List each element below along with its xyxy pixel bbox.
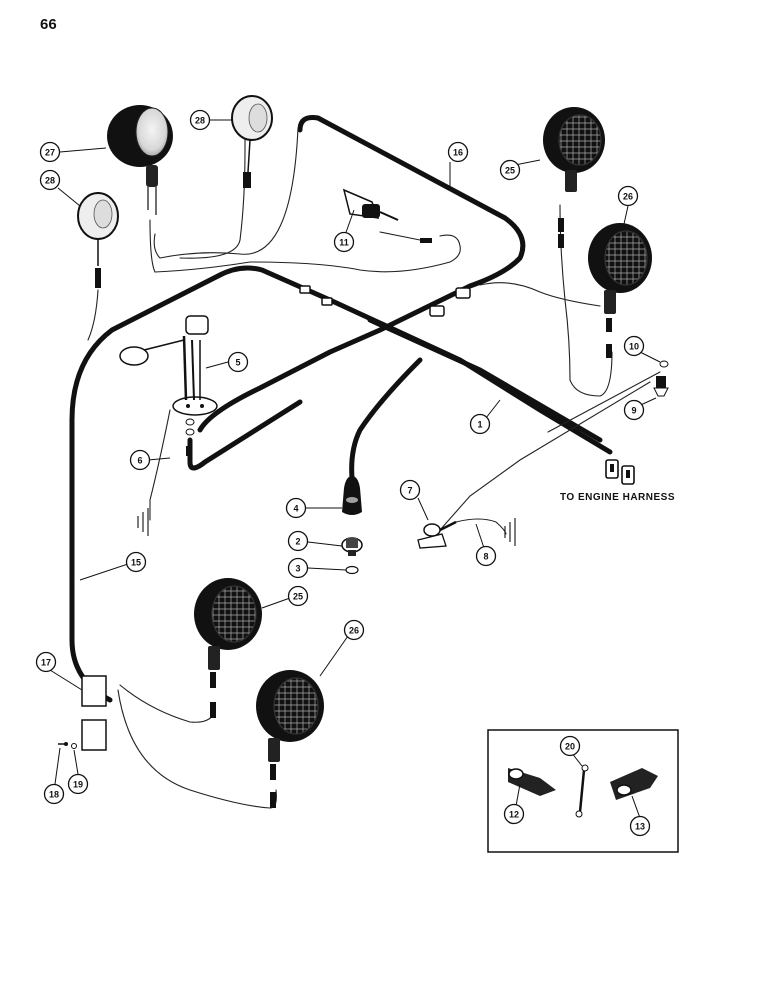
nut-19 bbox=[71, 743, 77, 749]
callout-28b-number: 28 bbox=[45, 176, 55, 186]
callout-12: 12 bbox=[503, 803, 525, 825]
callout-25-lower: 25 bbox=[287, 585, 309, 607]
leader-lines bbox=[49, 119, 661, 819]
fuel-sender-5 bbox=[119, 315, 218, 456]
callout-6: 6 bbox=[129, 449, 151, 471]
callout-17-number: 17 bbox=[41, 658, 51, 668]
page-number: 66 bbox=[40, 16, 57, 33]
callout-9-number: 9 bbox=[631, 406, 636, 416]
callout-26a-number: 26 bbox=[623, 192, 633, 202]
harness-16 bbox=[197, 115, 526, 433]
clamp-17-lower bbox=[81, 719, 107, 751]
light-25-lower bbox=[194, 578, 262, 718]
boot-4 bbox=[342, 476, 362, 515]
callout-7: 7 bbox=[399, 479, 421, 501]
callout-28-upper: 28 bbox=[189, 109, 211, 131]
callout-25a-number: 25 bbox=[505, 166, 515, 176]
callout-6-number: 6 bbox=[137, 456, 142, 466]
terminal-12 bbox=[508, 768, 556, 796]
light-26-upper bbox=[588, 223, 652, 358]
callout-11-number: 11 bbox=[339, 238, 349, 248]
switch-7 bbox=[417, 520, 457, 549]
callout-20-number: 20 bbox=[565, 742, 575, 752]
callout-26b-number: 26 bbox=[349, 626, 359, 636]
light-28-upper bbox=[231, 95, 273, 188]
light-25-upper bbox=[543, 107, 605, 248]
callout-8: 8 bbox=[475, 545, 497, 567]
callout-26-upper: 26 bbox=[617, 185, 639, 207]
callout-25-upper: 25 bbox=[499, 159, 521, 181]
callout-19: 19 bbox=[67, 773, 89, 795]
callout-2-number: 2 bbox=[295, 537, 300, 547]
callout-27: 27 bbox=[39, 141, 61, 163]
callout-10-number: 10 bbox=[629, 342, 639, 352]
callout-7-number: 7 bbox=[407, 486, 412, 496]
ground-symbol-8 bbox=[504, 518, 516, 546]
callout-11: 11 bbox=[333, 231, 355, 253]
harness-15 bbox=[69, 265, 613, 703]
switch-11 bbox=[342, 188, 432, 243]
callout-15-number: 15 bbox=[131, 558, 141, 568]
main-harness bbox=[69, 115, 613, 703]
engine-harness-label: TO ENGINE HARNESS bbox=[560, 492, 675, 503]
callout-20: 20 bbox=[559, 735, 581, 757]
light-28-lower bbox=[77, 192, 119, 288]
callout-2: 2 bbox=[287, 530, 309, 552]
callout-9: 9 bbox=[623, 399, 645, 421]
callout-5-number: 5 bbox=[235, 358, 240, 368]
callout-5: 5 bbox=[227, 351, 249, 373]
callout-15: 15 bbox=[125, 551, 147, 573]
engine-connectors bbox=[605, 459, 635, 485]
harness-1 bbox=[367, 317, 603, 443]
callout-17: 17 bbox=[35, 651, 57, 673]
light-27 bbox=[107, 105, 173, 215]
switch-2 bbox=[341, 537, 363, 556]
sender-9 bbox=[653, 376, 669, 397]
callout-3-number: 3 bbox=[295, 564, 300, 574]
callout-19-number: 19 bbox=[73, 780, 83, 790]
ground-symbols bbox=[137, 508, 516, 546]
callout-8-number: 8 bbox=[483, 552, 488, 562]
jumper-20 bbox=[575, 764, 589, 818]
washer-3 bbox=[345, 565, 359, 575]
callout-4-number: 4 bbox=[293, 504, 298, 514]
callout-1: 1 bbox=[469, 413, 491, 435]
callout-16-number: 16 bbox=[453, 148, 463, 158]
callout-18-number: 18 bbox=[49, 790, 59, 800]
callout-13: 13 bbox=[629, 815, 651, 837]
callout-13-number: 13 bbox=[635, 822, 645, 832]
callout-4: 4 bbox=[285, 497, 307, 519]
terminal-13 bbox=[610, 768, 658, 800]
callout-28a-number: 28 bbox=[195, 116, 205, 126]
callout-16: 16 bbox=[447, 141, 469, 163]
clamp-17-upper bbox=[81, 675, 107, 707]
callout-26-lower: 26 bbox=[343, 619, 365, 641]
callout-1-number: 1 bbox=[477, 420, 482, 430]
callout-10: 10 bbox=[623, 335, 645, 357]
callout-28-lower: 28 bbox=[39, 169, 61, 191]
light-26-lower bbox=[256, 670, 324, 808]
callout-12-number: 12 bbox=[509, 810, 519, 820]
washer-10 bbox=[659, 360, 669, 368]
callout-18: 18 bbox=[43, 783, 65, 805]
callout-25b-number: 25 bbox=[293, 592, 303, 602]
inline-connectors bbox=[299, 285, 471, 317]
callout-3: 3 bbox=[287, 557, 309, 579]
harness-branch-4 bbox=[349, 357, 423, 481]
callout-27-number: 27 bbox=[45, 148, 55, 158]
inset-box bbox=[487, 729, 679, 853]
ground-symbol-6 bbox=[137, 508, 149, 536]
screw-18 bbox=[58, 742, 68, 746]
harness-branch-5 bbox=[187, 399, 303, 471]
